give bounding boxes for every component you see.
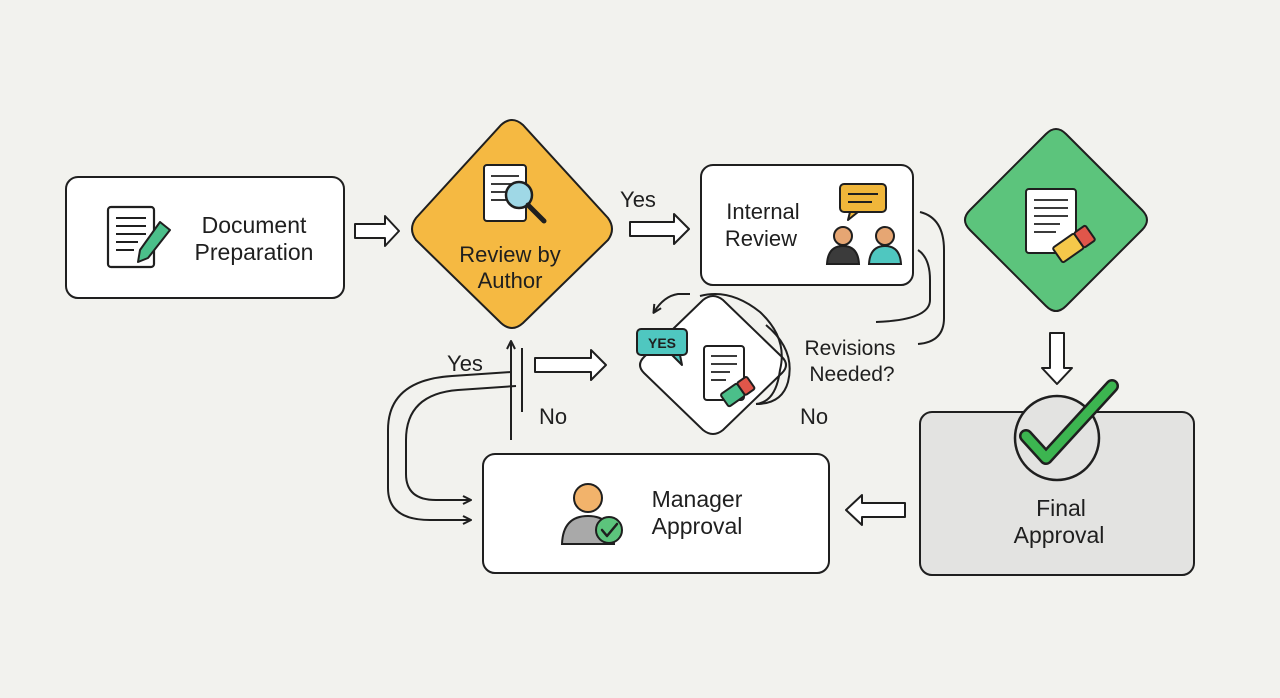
edge-label-yes-top: Yes xyxy=(620,187,656,212)
arrow-prep-to-author xyxy=(354,215,400,247)
connector-revisions-no xyxy=(755,324,791,405)
arrow-to-revisions xyxy=(534,349,607,381)
revisions-needed-label-2: Needed? xyxy=(809,363,894,386)
review-by-author-label-1: Review by xyxy=(459,242,560,267)
final-approval-label-1: Final xyxy=(1036,495,1086,521)
review-by-author-node: Review by Author xyxy=(411,119,613,329)
arrow-author-to-internal xyxy=(629,213,690,245)
final-approval-label-2: Approval xyxy=(1014,522,1105,548)
revisions-needed-node: YES xyxy=(636,295,787,435)
internal-review-label-2: Review xyxy=(725,226,797,251)
document-preparation-node: Document Preparation xyxy=(65,176,345,299)
edge-label-no-right: No xyxy=(800,404,828,429)
manager-approval-node: Manager Approval xyxy=(482,453,830,574)
final-approval-node: Final Approval xyxy=(919,379,1195,576)
arrow-final-to-manager xyxy=(845,494,906,526)
person-check-icon xyxy=(560,483,623,545)
edge-label-yes-left: Yes xyxy=(447,351,483,376)
document-search-icon xyxy=(483,164,547,224)
review-by-author-label-2: Author xyxy=(478,268,543,293)
document-eraser-icon xyxy=(1025,188,1096,264)
final-check-diamond xyxy=(964,128,1148,312)
connector-revisions-loop-back xyxy=(652,293,690,314)
yes-badge-label: YES xyxy=(648,335,676,351)
connector-internal-loop xyxy=(917,211,945,345)
edge-label-no-middle: No xyxy=(539,404,567,429)
yes-document-icon: YES xyxy=(636,328,756,408)
revisions-needed-label-1: Revisions xyxy=(804,337,895,360)
arrow-diamond-to-final xyxy=(1041,332,1073,385)
checkmark-icon xyxy=(1013,379,1119,482)
connector-internal-inner xyxy=(875,249,931,323)
internal-review-node: Internal Review xyxy=(700,164,914,286)
manager-approval-label-1: Manager xyxy=(652,486,743,512)
chat-people-icon xyxy=(825,183,903,265)
document-preparation-label-1: Document xyxy=(202,212,307,238)
manager-approval-label-2: Approval xyxy=(652,513,743,539)
connector-loop-to-manager-inner xyxy=(405,385,517,505)
internal-review-label-1: Internal xyxy=(726,199,799,224)
document-preparation-label-2: Preparation xyxy=(195,239,314,265)
document-pen-icon xyxy=(106,205,171,269)
connector-loop-to-manager-outer xyxy=(387,371,512,525)
